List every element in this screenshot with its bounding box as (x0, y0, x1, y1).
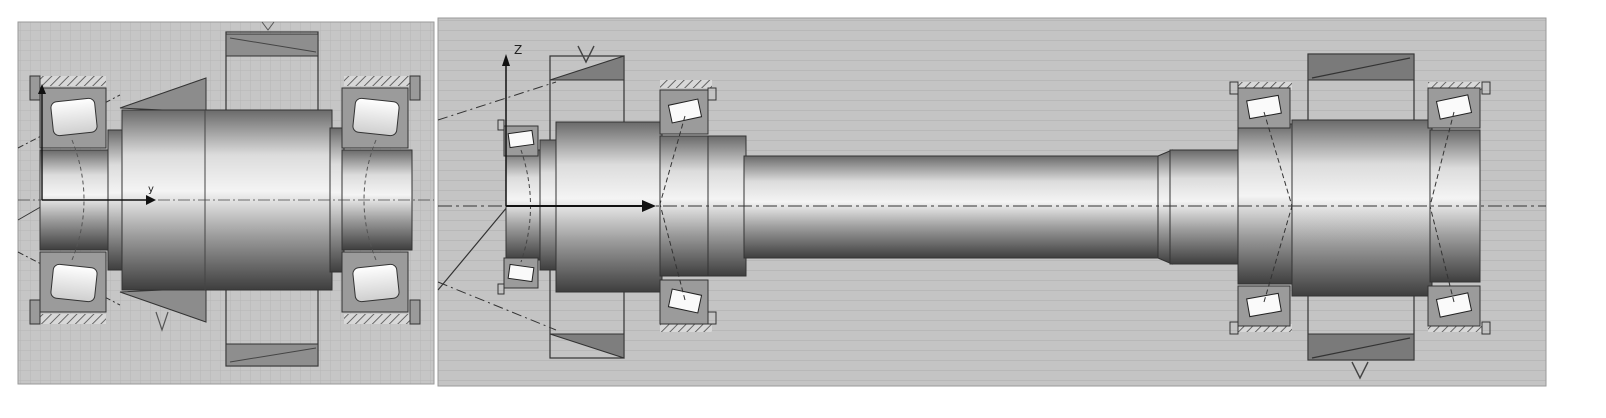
construction-line (437, 205, 509, 291)
force-marker (1351, 361, 1369, 380)
shaft-bearing-seat (1237, 123, 1295, 285)
force-marker (155, 311, 169, 332)
bevel-gear-bottom (549, 333, 625, 359)
bearing-left (29, 75, 107, 325)
bearing-c (1229, 81, 1292, 335)
force-marker (577, 45, 595, 64)
bearing-d (1427, 81, 1491, 335)
construction-line (437, 281, 557, 331)
bearing-b (659, 80, 717, 332)
bevel-gear-top (549, 55, 625, 81)
bearing-right (341, 75, 421, 325)
axis-label-y: y (148, 184, 154, 195)
shaft-neck (1169, 149, 1241, 265)
shaft-gear-hub (1291, 119, 1433, 297)
left-panel: y (17, 21, 435, 385)
right-panel: Z (437, 17, 1547, 387)
shaft-middle (743, 155, 1161, 259)
axis-label-z: Z (514, 43, 522, 57)
bearing-a (497, 119, 539, 295)
construction-line (437, 81, 557, 121)
force-marker (261, 21, 275, 31)
